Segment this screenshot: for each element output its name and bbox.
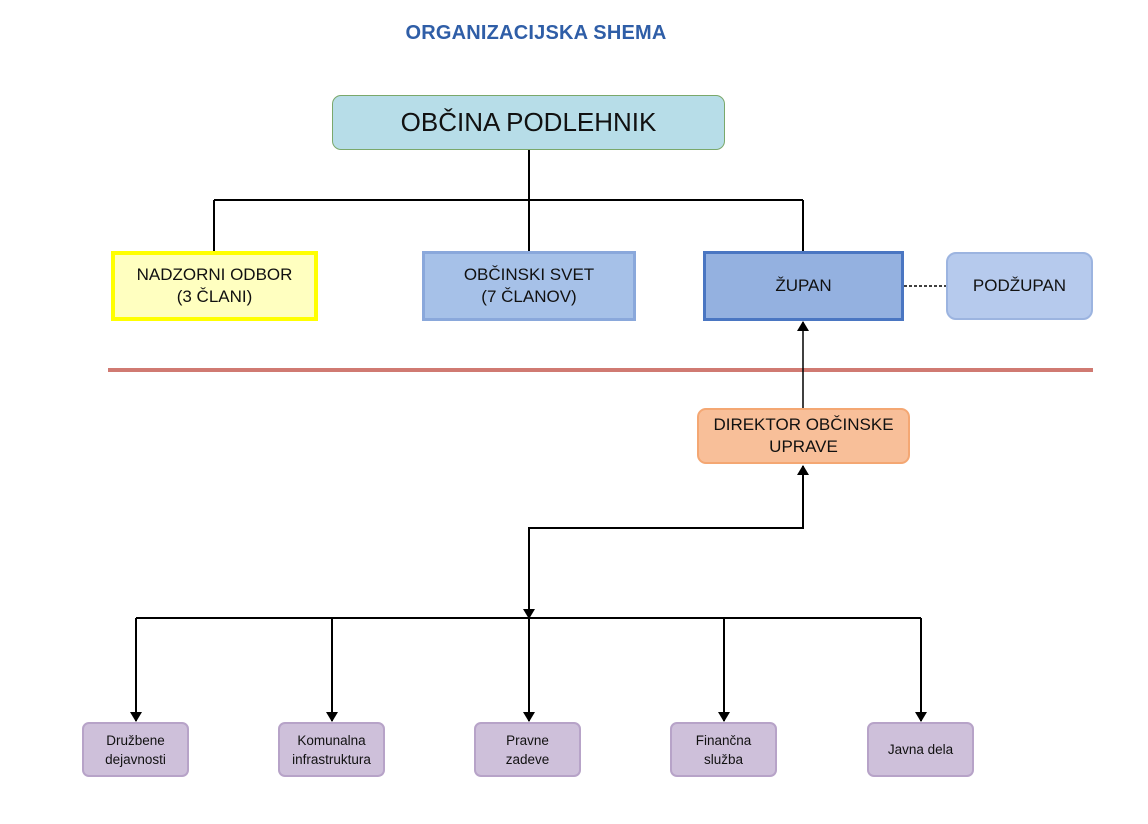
obcinski-svet-label: OBČINSKI SVET: [463, 265, 595, 284]
zupan-box: ŽUPAN: [703, 251, 904, 321]
department-box-financna: Finančna služba: [670, 722, 777, 777]
department-label-line1: Družbene: [106, 732, 165, 748]
department-box-javna-dela: Javna dela: [867, 722, 974, 777]
nadzorni-odbor-label: NADZORNI ODBOR: [136, 265, 293, 284]
department-label-line2: infrastruktura: [292, 751, 371, 767]
department-label-line1: Komunalna: [297, 732, 366, 748]
department-label-line2: služba: [703, 751, 743, 767]
direktor-label-line2: UPRAVE: [769, 437, 838, 456]
obcinski-svet-members: (7 ČLANOV): [481, 287, 577, 306]
department-box-druzbene: Družbene dejavnosti: [82, 722, 189, 777]
nadzorni-odbor-members: (3 ČLANI): [176, 287, 253, 306]
root-box-obcina: OBČINA PODLEHNIK: [332, 95, 725, 150]
department-box-komunalna: Komunalna infrastruktura: [278, 722, 385, 777]
podzupan-box: PODŽUPAN: [946, 252, 1093, 320]
department-label-line2: zadeve: [505, 751, 550, 767]
root-label: OBČINA PODLEHNIK: [400, 107, 657, 137]
direktor-box: DIREKTOR OBČINSKE UPRAVE: [697, 408, 910, 464]
department-label-line2: dejavnosti: [105, 751, 166, 767]
department-label-line1: Pravne: [506, 732, 549, 748]
podzupan-label: PODŽUPAN: [972, 276, 1067, 295]
obcinski-svet-box: OBČINSKI SVET (7 ČLANOV): [422, 251, 636, 321]
zupan-label: ŽUPAN: [775, 276, 832, 295]
direktor-label-line1: DIREKTOR OBČINSKE: [713, 415, 894, 434]
department-label-line1: Javna dela: [887, 742, 954, 757]
nadzorni-odbor-box: NADZORNI ODBOR (3 ČLANI): [111, 251, 318, 321]
department-label-line1: Finančna: [695, 732, 752, 748]
departments-to-direktor-arrow: [528, 465, 809, 618]
page-title: ORGANIZACIJSKA SHEMA: [405, 22, 667, 44]
department-box-pravne: Pravne zadeve: [474, 722, 581, 777]
